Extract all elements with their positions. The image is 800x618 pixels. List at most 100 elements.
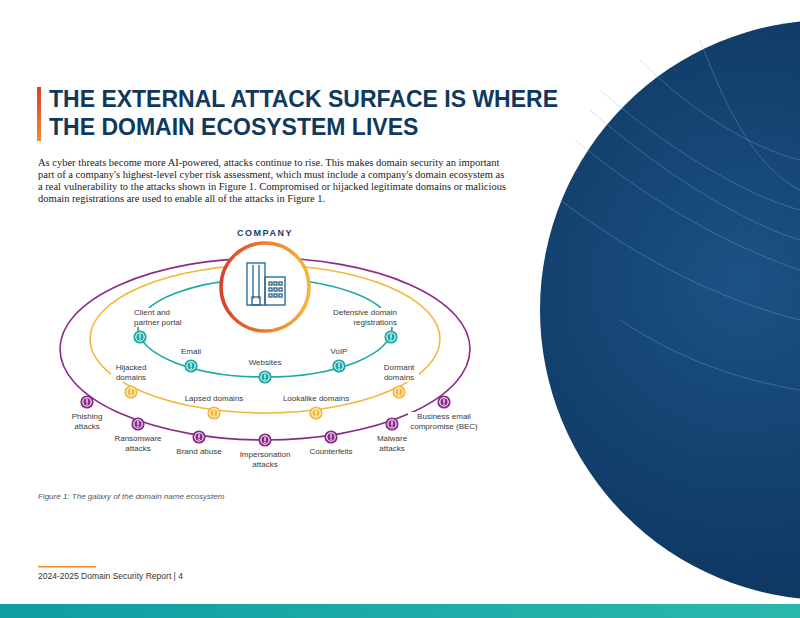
ecosystem-item: Malware attacks xyxy=(371,417,413,453)
label-group: Counterfeits xyxy=(308,447,353,457)
ecosystem-item: Counterfeits xyxy=(308,430,353,457)
ecosystem-item: Ransomware attacks xyxy=(111,417,165,453)
risk-orbit xyxy=(90,265,440,413)
alert-icon xyxy=(192,430,206,444)
alert-icon xyxy=(80,395,94,409)
icon-ring xyxy=(134,420,142,428)
icon-mark xyxy=(213,411,214,414)
icon-mark xyxy=(190,364,191,367)
icon-dot xyxy=(86,404,87,405)
label-group: Email xyxy=(180,347,202,357)
icon-dot xyxy=(198,439,199,440)
icon-dot xyxy=(338,368,339,369)
company-ring xyxy=(221,243,309,331)
label-group: Business email compromise (BEC) xyxy=(408,412,480,431)
icon-dot xyxy=(213,415,214,416)
icon-disc xyxy=(184,359,197,372)
icon-disc xyxy=(324,430,337,443)
icon-disc xyxy=(332,359,345,372)
ecosystem-item: Lapsed domains xyxy=(184,394,245,421)
ecosystem-item: Impersonation attacks xyxy=(233,433,297,469)
icon-dot xyxy=(139,339,140,340)
icon-ring xyxy=(312,409,320,417)
icon-dot xyxy=(398,394,399,395)
icon-dot xyxy=(137,426,138,427)
title-accent-bar xyxy=(37,87,41,141)
icon-mark xyxy=(137,422,138,425)
item-label: Ransomware attacks xyxy=(111,434,165,453)
icon-mark xyxy=(398,390,399,393)
alert-icon xyxy=(258,433,272,447)
icon-mark xyxy=(391,422,392,425)
item-label: Lapsed domains xyxy=(184,394,245,404)
label-group: Hijacked domains xyxy=(111,363,151,382)
label-group: Brand abuse xyxy=(175,447,222,457)
footer-rule xyxy=(38,566,96,568)
ecosystem-item: Websites xyxy=(248,358,283,385)
label-group: Impersonation attacks xyxy=(233,450,297,469)
icon-ring xyxy=(261,436,269,444)
icon-dot xyxy=(391,426,392,427)
icon-disc xyxy=(80,395,93,408)
window xyxy=(274,294,277,297)
icon-disc xyxy=(258,433,271,446)
icon-ring xyxy=(440,398,448,406)
icon-ring xyxy=(210,409,218,417)
icon-disc xyxy=(309,406,322,419)
icon-ring xyxy=(387,333,395,341)
icon-dot xyxy=(390,339,391,340)
icon-mark xyxy=(443,400,444,403)
alert-icon xyxy=(207,406,221,420)
figure-caption: Figure 1: The galaxy of the domain name … xyxy=(38,492,224,501)
door xyxy=(252,297,260,305)
ecosystem-item: Lookalike domains xyxy=(282,394,350,421)
icon-dot xyxy=(330,439,331,440)
window xyxy=(274,288,277,291)
icon-dot xyxy=(443,404,444,405)
label-group: Defensive domain registrations xyxy=(330,308,398,327)
label-group: VoIP xyxy=(330,347,349,357)
label-group: Client and partner portal xyxy=(133,308,191,327)
icon-ring xyxy=(335,362,343,370)
icon-disc xyxy=(258,370,271,383)
icon-ring xyxy=(327,433,335,441)
icon-disc xyxy=(385,417,398,430)
item-label: Counterfeits xyxy=(308,447,353,457)
icon-dot xyxy=(130,394,131,395)
ecosystem-item: Email xyxy=(180,347,202,374)
alert-icon xyxy=(131,417,145,431)
item-label: Client and partner portal xyxy=(133,308,191,327)
page-footer: 2024-2025 Domain Security Report | 4 xyxy=(38,571,183,581)
icon-mark xyxy=(86,400,87,403)
icon-ring xyxy=(395,388,403,396)
item-label: Lookalike domains xyxy=(282,394,350,404)
body-paragraph: As cyber threats become more AI-powered,… xyxy=(38,157,510,205)
alert-icon xyxy=(133,330,147,344)
alert-icon xyxy=(385,417,399,431)
icon-mark xyxy=(264,438,265,441)
item-label: Dormant domains xyxy=(379,363,419,382)
label-group: Phishing attacks xyxy=(67,412,107,431)
icon-dot xyxy=(264,379,265,380)
ecosystem-item: Defensive domain registrations xyxy=(330,308,398,344)
alert-icon xyxy=(324,430,338,444)
label-group: Dormant domains xyxy=(379,363,419,382)
ecosystem-item: Brand abuse xyxy=(175,430,222,457)
item-label: Websites xyxy=(248,358,283,368)
building-icon xyxy=(247,263,285,305)
icon-mark xyxy=(390,335,391,338)
window xyxy=(269,288,272,291)
ecosystem-item: Client and partner portal xyxy=(133,308,191,344)
ecosystem-item: Business email compromise (BEC) xyxy=(408,395,480,431)
tower-line xyxy=(252,265,253,299)
icon-disc xyxy=(124,385,137,398)
window xyxy=(279,294,282,297)
alert-icon xyxy=(332,359,346,373)
window xyxy=(269,294,272,297)
alert-icon xyxy=(437,395,451,409)
icon-disc xyxy=(131,417,144,430)
icon-disc xyxy=(392,385,405,398)
icon-ring xyxy=(83,398,91,406)
icon-ring xyxy=(388,420,396,428)
icon-ring xyxy=(261,373,269,381)
